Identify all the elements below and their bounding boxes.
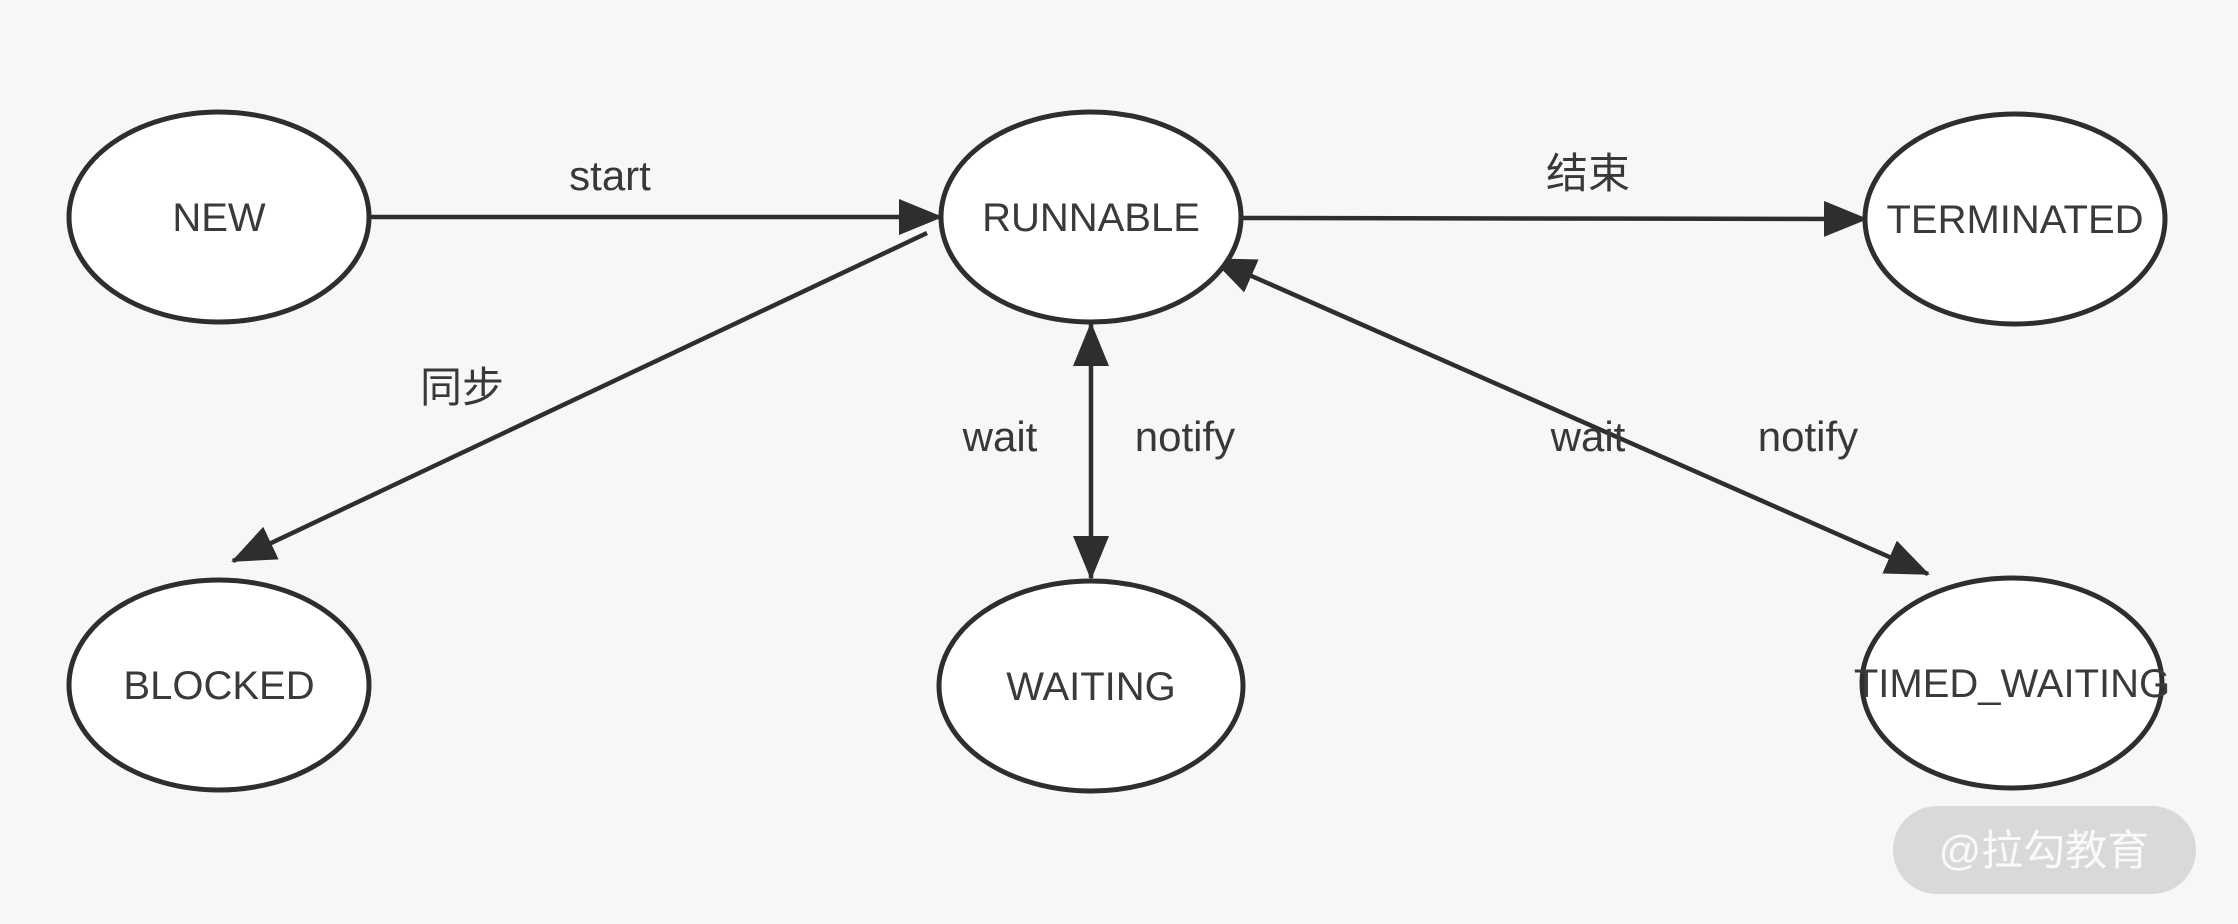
node-new-label: NEW: [172, 196, 266, 240]
watermark-label: @拉勾教育: [1939, 827, 2150, 874]
edge-label-notify-timed: notify: [1758, 413, 1858, 460]
node-new-shape: [66, 109, 372, 325]
node-timed-waiting: TIMED_WAITING: [1854, 575, 2170, 791]
edge-runnable-to-terminated: [1240, 200, 1868, 237]
node-terminated-label: TERMINATED: [1886, 198, 2143, 242]
node-new: NEW: [66, 109, 372, 325]
edge-runnable-timed-waiting-bidirectional: [1211, 256, 1930, 577]
node-waiting-shape: [936, 578, 1246, 794]
node-runnable-label: RUNNABLE: [982, 196, 1200, 240]
node-runnable: RUNNABLE: [938, 109, 1244, 325]
watermark-badge: @拉勾教育: [1893, 806, 2196, 894]
edge-label-end: 结束: [1546, 150, 1630, 197]
node-blocked-shape: [66, 577, 372, 793]
edge-label-wait-waiting: wait: [962, 413, 1038, 460]
node-timed-waiting-shape: [1859, 575, 2165, 791]
edge-label-notify-waiting: notify: [1135, 413, 1235, 460]
edge-labels-layer: start 结束 同步 wait notify wait notify: [420, 150, 1858, 460]
edges-layer: [231, 199, 1930, 580]
edge-runnable-to-blocked: [231, 230, 928, 564]
node-terminated-shape: [1862, 111, 2168, 327]
node-timed-waiting-label: TIMED_WAITING: [1854, 662, 2170, 706]
node-blocked-label: BLOCKED: [123, 664, 314, 708]
edge-label-start: start: [569, 152, 651, 199]
node-waiting-label: WAITING: [1006, 665, 1176, 709]
node-waiting: WAITING: [936, 578, 1246, 794]
node-runnable-shape: [938, 109, 1244, 325]
node-blocked: BLOCKED: [66, 577, 372, 793]
nodes-layer: NEW RUNNABLE TERMINATED BLOCKED WAITING: [66, 109, 2170, 794]
edge-label-wait-timed: wait: [1550, 413, 1626, 460]
edge-label-sync: 同步: [420, 364, 504, 411]
watermark-background: [1893, 806, 2196, 894]
node-terminated: TERMINATED: [1862, 111, 2168, 327]
